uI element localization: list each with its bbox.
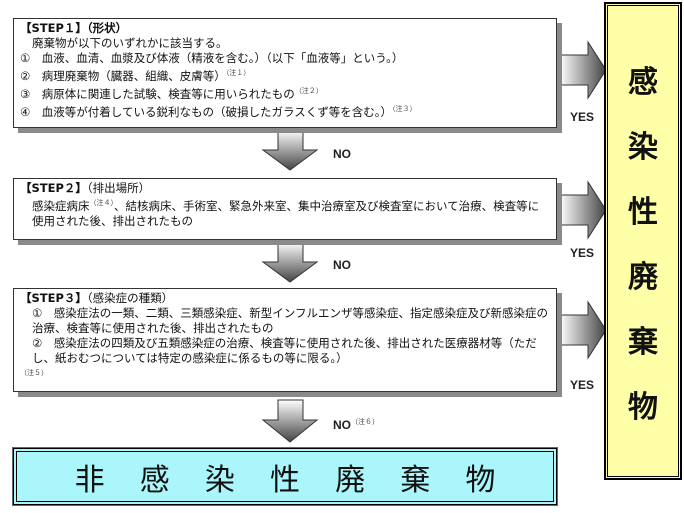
no-arrow-1 bbox=[261, 129, 319, 171]
result-char: 棄 bbox=[628, 324, 658, 360]
result-char: 物 bbox=[465, 462, 496, 498]
infectious-waste-result: 感 染 性 廃 棄 物 bbox=[604, 2, 682, 480]
no-label-3: NO（注６） bbox=[333, 418, 379, 432]
step3-title: 【STEP３】 bbox=[20, 291, 87, 305]
no-arrow-3 bbox=[261, 399, 319, 443]
yes-arrow-3 bbox=[559, 300, 607, 360]
step3-subtitle: （感染症の種類） bbox=[86, 291, 174, 305]
yes-label-3: YES bbox=[570, 378, 595, 392]
result-char: 物 bbox=[628, 389, 658, 425]
yes-label-2: YES bbox=[570, 246, 595, 260]
no-label-2: NO bbox=[333, 258, 351, 272]
step1-item: ① 血液、血清、血漿及び体液（精液を含む。）（以下「血液等」という。） bbox=[20, 51, 404, 65]
step1-item: ③ 病原体に関連した試験、検査等に用いられたもの（注２） bbox=[20, 86, 323, 101]
result-char: 染 bbox=[628, 129, 658, 165]
step1-item: ④ 血液等が付着している鋭利なもの（破損したガラスくず等を含む。）（注３） bbox=[20, 104, 417, 119]
step1-subtitle: （形状） bbox=[86, 21, 128, 35]
step3-item-2: ② 感染症法の四類及び五類感染症の治療、検査等に使用された後、排出された医療器材… bbox=[32, 336, 537, 365]
result-char: 染 bbox=[204, 462, 235, 498]
no-arrow-2 bbox=[261, 241, 319, 283]
step3-item-1: ① 感染症法の一類、二類、三類感染症、新型インフルエンザ等感染症、指定感染症及び… bbox=[32, 306, 548, 335]
step3-box: 【STEP３】（感染症の種類） ① 感染症法の一類、二類、三類感染症、新型インフ… bbox=[13, 288, 557, 392]
step3-note: （注５） bbox=[20, 369, 48, 377]
result-char: 感 bbox=[139, 462, 170, 498]
step1-intro: 廃棄物が以下のいずれかに該当する。 bbox=[32, 36, 228, 50]
result-char: 廃 bbox=[335, 462, 366, 498]
yes-label-1: YES bbox=[570, 110, 595, 124]
step2-title: 【STEP２】 bbox=[20, 181, 87, 195]
non-infectious-waste-result: 非 感 染 性 廃 棄 物 bbox=[12, 447, 558, 506]
step1-title: 【STEP１】 bbox=[20, 21, 87, 35]
result-char: 棄 bbox=[400, 462, 431, 498]
result-char: 性 bbox=[269, 462, 300, 498]
no-label-1: NO bbox=[333, 147, 351, 161]
result-char: 廃 bbox=[628, 259, 658, 295]
step2-text: 感染症病床（注４）、結核病床、手術室、緊急外来室、集中治療室及び検査室において治… bbox=[32, 198, 540, 228]
step1-item: ② 病理廃棄物（臓器、組織、皮膚等）（注１） bbox=[20, 68, 251, 83]
result-char: 非 bbox=[74, 462, 105, 498]
step2-subtitle: （排出場所） bbox=[86, 181, 151, 195]
yes-arrow-1 bbox=[559, 40, 607, 100]
step2-box: 【STEP２】（排出場所） 感染症病床（注４）、結核病床、手術室、緊急外来室、集… bbox=[13, 178, 557, 240]
result-char: 感 bbox=[628, 64, 658, 100]
yes-arrow-2 bbox=[559, 180, 607, 240]
result-char: 性 bbox=[628, 194, 658, 230]
step1-box: 【STEP１】（形状） 廃棄物が以下のいずれかに該当する。 ① 血液、血清、血漿… bbox=[13, 18, 557, 128]
